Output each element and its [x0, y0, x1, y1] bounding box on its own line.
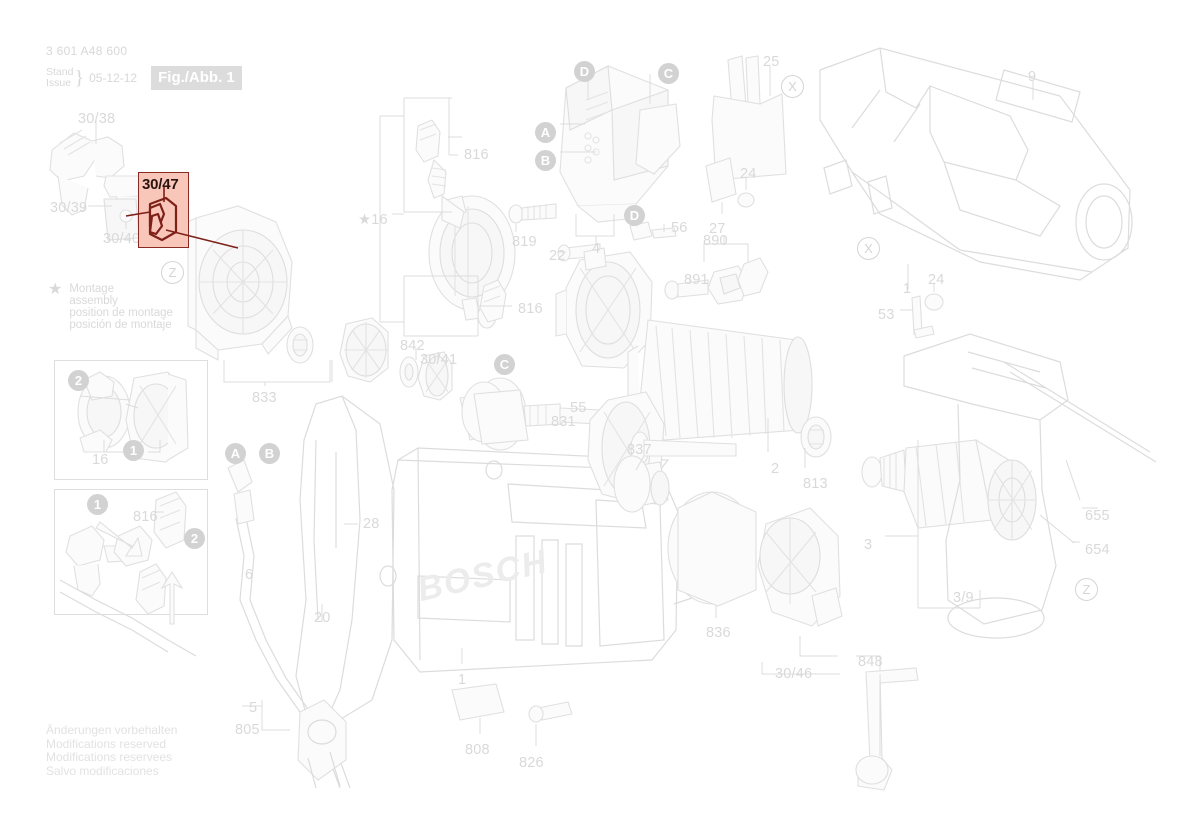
part-label: 55	[570, 400, 587, 416]
issue-date: 05-12-12	[89, 71, 138, 85]
bosch-logo-text: BOSCH	[414, 542, 552, 610]
reference-marker-1: 1	[123, 440, 144, 461]
part-label: 805	[235, 722, 260, 738]
part-label: 891	[684, 272, 709, 288]
reference-marker-a: A	[225, 443, 246, 464]
part-label: ★16	[358, 212, 388, 228]
part-label: 813	[803, 476, 828, 492]
part-label: 836	[706, 625, 731, 641]
part-label: 28	[363, 516, 380, 532]
montage-line-de: Montage	[69, 283, 115, 295]
document-header: 3 601 A48 600 Stand Issue } 05-12-12 Fig…	[46, 44, 242, 90]
part-label: 3	[864, 537, 873, 553]
part-label: 1	[903, 281, 912, 297]
part-label: 890	[703, 233, 728, 249]
part-label: 27	[709, 221, 726, 237]
footer-disclaimer: Änderungen vorbehalten Modifications res…	[46, 723, 178, 778]
part-label: 654	[1085, 542, 1110, 558]
montage-note-lines: Montage assembly position de montage pos…	[69, 283, 173, 331]
part-label: 9	[1028, 69, 1037, 85]
part-label: 816	[133, 509, 158, 525]
reference-marker-2: 2	[68, 370, 89, 391]
montage-line-fr: position de montage	[69, 307, 173, 319]
footer-line-en: Modifications reserved	[46, 736, 167, 751]
reference-marker-1: 1	[87, 494, 108, 515]
part-label: 808	[465, 742, 490, 758]
part-label: 842	[400, 338, 425, 354]
part-label: 25	[763, 54, 780, 70]
inset-top	[54, 360, 208, 480]
part-label: 30/38	[78, 111, 116, 127]
part-label: 30/46	[775, 666, 813, 682]
reference-marker-z: Z	[1075, 578, 1098, 601]
reference-marker-b: B	[535, 150, 556, 171]
issue-label: Issue	[46, 77, 72, 89]
footer-line-de: Änderungen vorbehalten	[46, 723, 178, 737]
part-label: 826	[519, 755, 544, 771]
part-label: 30/39	[50, 200, 88, 216]
part-label: 831	[551, 414, 576, 430]
part-label: 5	[249, 700, 258, 716]
part-label: 53	[878, 307, 895, 323]
part-label: 816	[464, 147, 489, 163]
part-label: 3/9	[953, 590, 974, 606]
stand-issue-labels: Stand Issue	[46, 67, 73, 89]
reference-marker-x: X	[781, 75, 804, 98]
figure-badge: Fig./Abb. 1	[151, 66, 242, 90]
part-code: 3 601 A48 600	[46, 44, 128, 58]
brace-glyph: }	[74, 67, 85, 89]
part-label: 30/41	[420, 352, 458, 368]
part-label: 24	[928, 272, 945, 288]
footer-line-fr: Modifications reservees	[46, 750, 173, 764]
reference-marker-a: A	[535, 122, 556, 143]
part-label: 22	[549, 248, 566, 264]
part-label: 56	[671, 220, 688, 236]
reference-marker-d: D	[574, 61, 595, 82]
montage-line-en: assembly	[69, 295, 118, 307]
part-label: 6	[245, 567, 254, 583]
part-label: 30/40	[103, 231, 141, 247]
part-label: 20	[314, 610, 331, 626]
part-label: 16	[92, 452, 109, 468]
reference-marker-d: D	[624, 205, 645, 226]
highlight-part-number: 30/47	[142, 176, 179, 193]
inset-bottom	[54, 489, 208, 615]
montage-line-es: posición de montaje	[69, 319, 172, 331]
reference-marker-2: 2	[184, 528, 205, 549]
reference-marker-z: Z	[161, 261, 184, 284]
part-label: 833	[252, 390, 277, 406]
part-label: 655	[1085, 508, 1110, 524]
reference-marker-x: X	[857, 237, 880, 260]
reference-marker-c: C	[658, 63, 679, 84]
reference-marker-c: C	[494, 354, 515, 375]
star-icon: ★	[48, 281, 63, 298]
part-label: 819	[512, 234, 537, 250]
part-label: 837	[627, 442, 652, 458]
part-label: 848	[858, 654, 883, 670]
footer-line-es: Salvo modificaciones	[46, 763, 159, 778]
stand-label: Stand	[46, 66, 74, 78]
part-label: 1	[458, 672, 467, 688]
part-label: 816	[518, 301, 543, 317]
montage-note: ★ Montage assembly position de montage p…	[48, 281, 173, 332]
part-label: 2	[771, 461, 780, 477]
part-label: 24	[740, 166, 757, 182]
part-label: 4	[592, 241, 601, 257]
reference-marker-b: B	[259, 443, 280, 464]
